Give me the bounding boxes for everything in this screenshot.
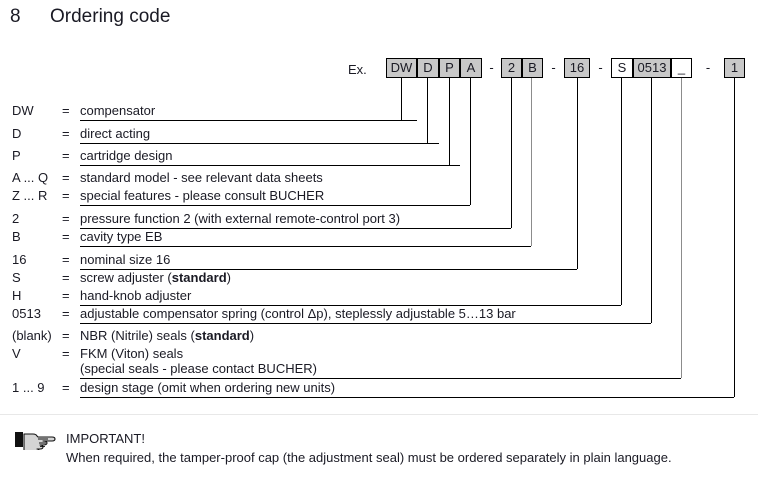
legend-description: (special seals - please contact BUCHER): [80, 361, 317, 376]
connector-line: [577, 78, 578, 269]
legend-equals: =: [62, 270, 70, 285]
legend-underline: [80, 143, 439, 144]
code-box-1[interactable]: 1: [724, 58, 745, 78]
legend-underline: [80, 165, 460, 166]
code-separator: -: [489, 60, 494, 75]
legend-description: cartridge design: [80, 148, 173, 163]
example-label: Ex.: [348, 62, 367, 77]
code-separator: -: [551, 60, 556, 75]
connector-line: [621, 78, 622, 305]
note-title: IMPORTANT!: [66, 431, 145, 446]
legend-key: H: [12, 288, 22, 303]
legend-underline: [80, 305, 621, 306]
legend-equals: =: [62, 211, 70, 226]
legend-description-emphasis: standard: [171, 270, 227, 285]
legend-description: special features - please consult BUCHER: [80, 188, 325, 203]
code-box-0513[interactable]: 0513: [633, 58, 671, 78]
code-separator: -: [598, 60, 603, 75]
note-divider: [0, 414, 758, 415]
legend-underline: [80, 228, 511, 229]
legend-description: adjustable compensator spring (control Δ…: [80, 306, 516, 321]
legend-underline: [80, 246, 531, 247]
legend-equals: =: [62, 328, 70, 343]
connector-line: [427, 78, 428, 143]
legend-description: screw adjuster (standard): [80, 270, 231, 285]
code-box-p[interactable]: P: [439, 58, 460, 78]
legend-equals: =: [62, 103, 70, 118]
legend-key: 1 ... 9: [12, 380, 45, 395]
legend-equals: =: [62, 188, 70, 203]
note-body: When required, the tamper-proof cap (the…: [66, 450, 672, 465]
legend-underline: [80, 205, 470, 206]
legend-key: (blank): [12, 328, 52, 343]
legend-description-tail: ): [249, 328, 255, 343]
legend-key: 16: [12, 252, 27, 267]
code-box-b[interactable]: B: [522, 58, 543, 78]
connector-line: [449, 78, 450, 165]
legend-underline: [80, 378, 681, 379]
legend-description: pressure function 2 (with external remot…: [80, 211, 401, 226]
legend-key: 0513: [12, 306, 41, 321]
legend-description: nominal size 16: [80, 252, 171, 267]
code-box-[interactable]: _: [671, 58, 692, 78]
code-box-2[interactable]: 2: [501, 58, 522, 78]
legend-description: cavity type EB: [80, 229, 163, 244]
legend-description: standard model - see relevant data sheet…: [80, 170, 323, 185]
code-box-dw[interactable]: DW: [386, 58, 417, 78]
code-box-a[interactable]: A: [460, 58, 482, 78]
legend-description: compensator: [80, 103, 156, 118]
legend-description: design stage (omit when ordering new uni…: [80, 380, 336, 395]
connector-line: [470, 78, 471, 205]
legend-underline: [80, 323, 651, 324]
code-box-16[interactable]: 16: [564, 58, 590, 78]
legend-equals: =: [62, 229, 70, 244]
connector-line: [651, 78, 652, 323]
legend-description: hand-knob adjuster: [80, 288, 192, 303]
legend-underline: [80, 269, 577, 270]
legend-underline: [80, 120, 417, 121]
legend-description-emphasis: standard: [194, 328, 250, 343]
connector-line: [734, 78, 735, 397]
legend-key: V: [12, 346, 21, 361]
page-title: Ordering code: [50, 6, 171, 27]
legend-description: FKM (Viton) seals: [80, 346, 184, 361]
legend-key: Z ... R: [12, 188, 48, 203]
legend-equals: =: [62, 170, 70, 185]
connector-line: [511, 78, 512, 228]
connector-line: [401, 78, 402, 120]
code-box-s[interactable]: S: [611, 58, 633, 78]
legend-key: P: [12, 148, 21, 163]
legend-key: D: [12, 126, 22, 141]
legend-key: A ... Q: [12, 170, 49, 185]
legend-description-tail: ): [226, 270, 231, 285]
legend-key: B: [12, 229, 21, 244]
legend-equals: =: [62, 346, 70, 361]
legend-description: NBR (Nitrile) seals (standard): [80, 328, 254, 343]
section-number: 8: [10, 6, 21, 27]
code-separator: -: [705, 60, 711, 75]
legend-equals: =: [62, 380, 70, 395]
pointing-hand-icon: [14, 428, 60, 453]
code-box-d[interactable]: D: [417, 58, 439, 78]
legend-description-text: NBR (Nitrile) seals (: [80, 328, 195, 343]
legend-equals: =: [62, 306, 70, 321]
legend-key: S: [12, 270, 21, 285]
connector-line: [681, 78, 682, 378]
connector-line: [531, 78, 532, 246]
legend-equals: =: [62, 126, 70, 141]
legend-description: direct acting: [80, 126, 151, 141]
legend-underline: [80, 397, 734, 398]
legend-equals: =: [62, 252, 70, 267]
legend-equals: =: [62, 288, 70, 303]
legend-key: 2: [12, 211, 20, 226]
legend-key: DW: [12, 103, 34, 118]
legend-description-text: screw adjuster (: [80, 270, 172, 285]
legend-equals: =: [62, 148, 70, 163]
